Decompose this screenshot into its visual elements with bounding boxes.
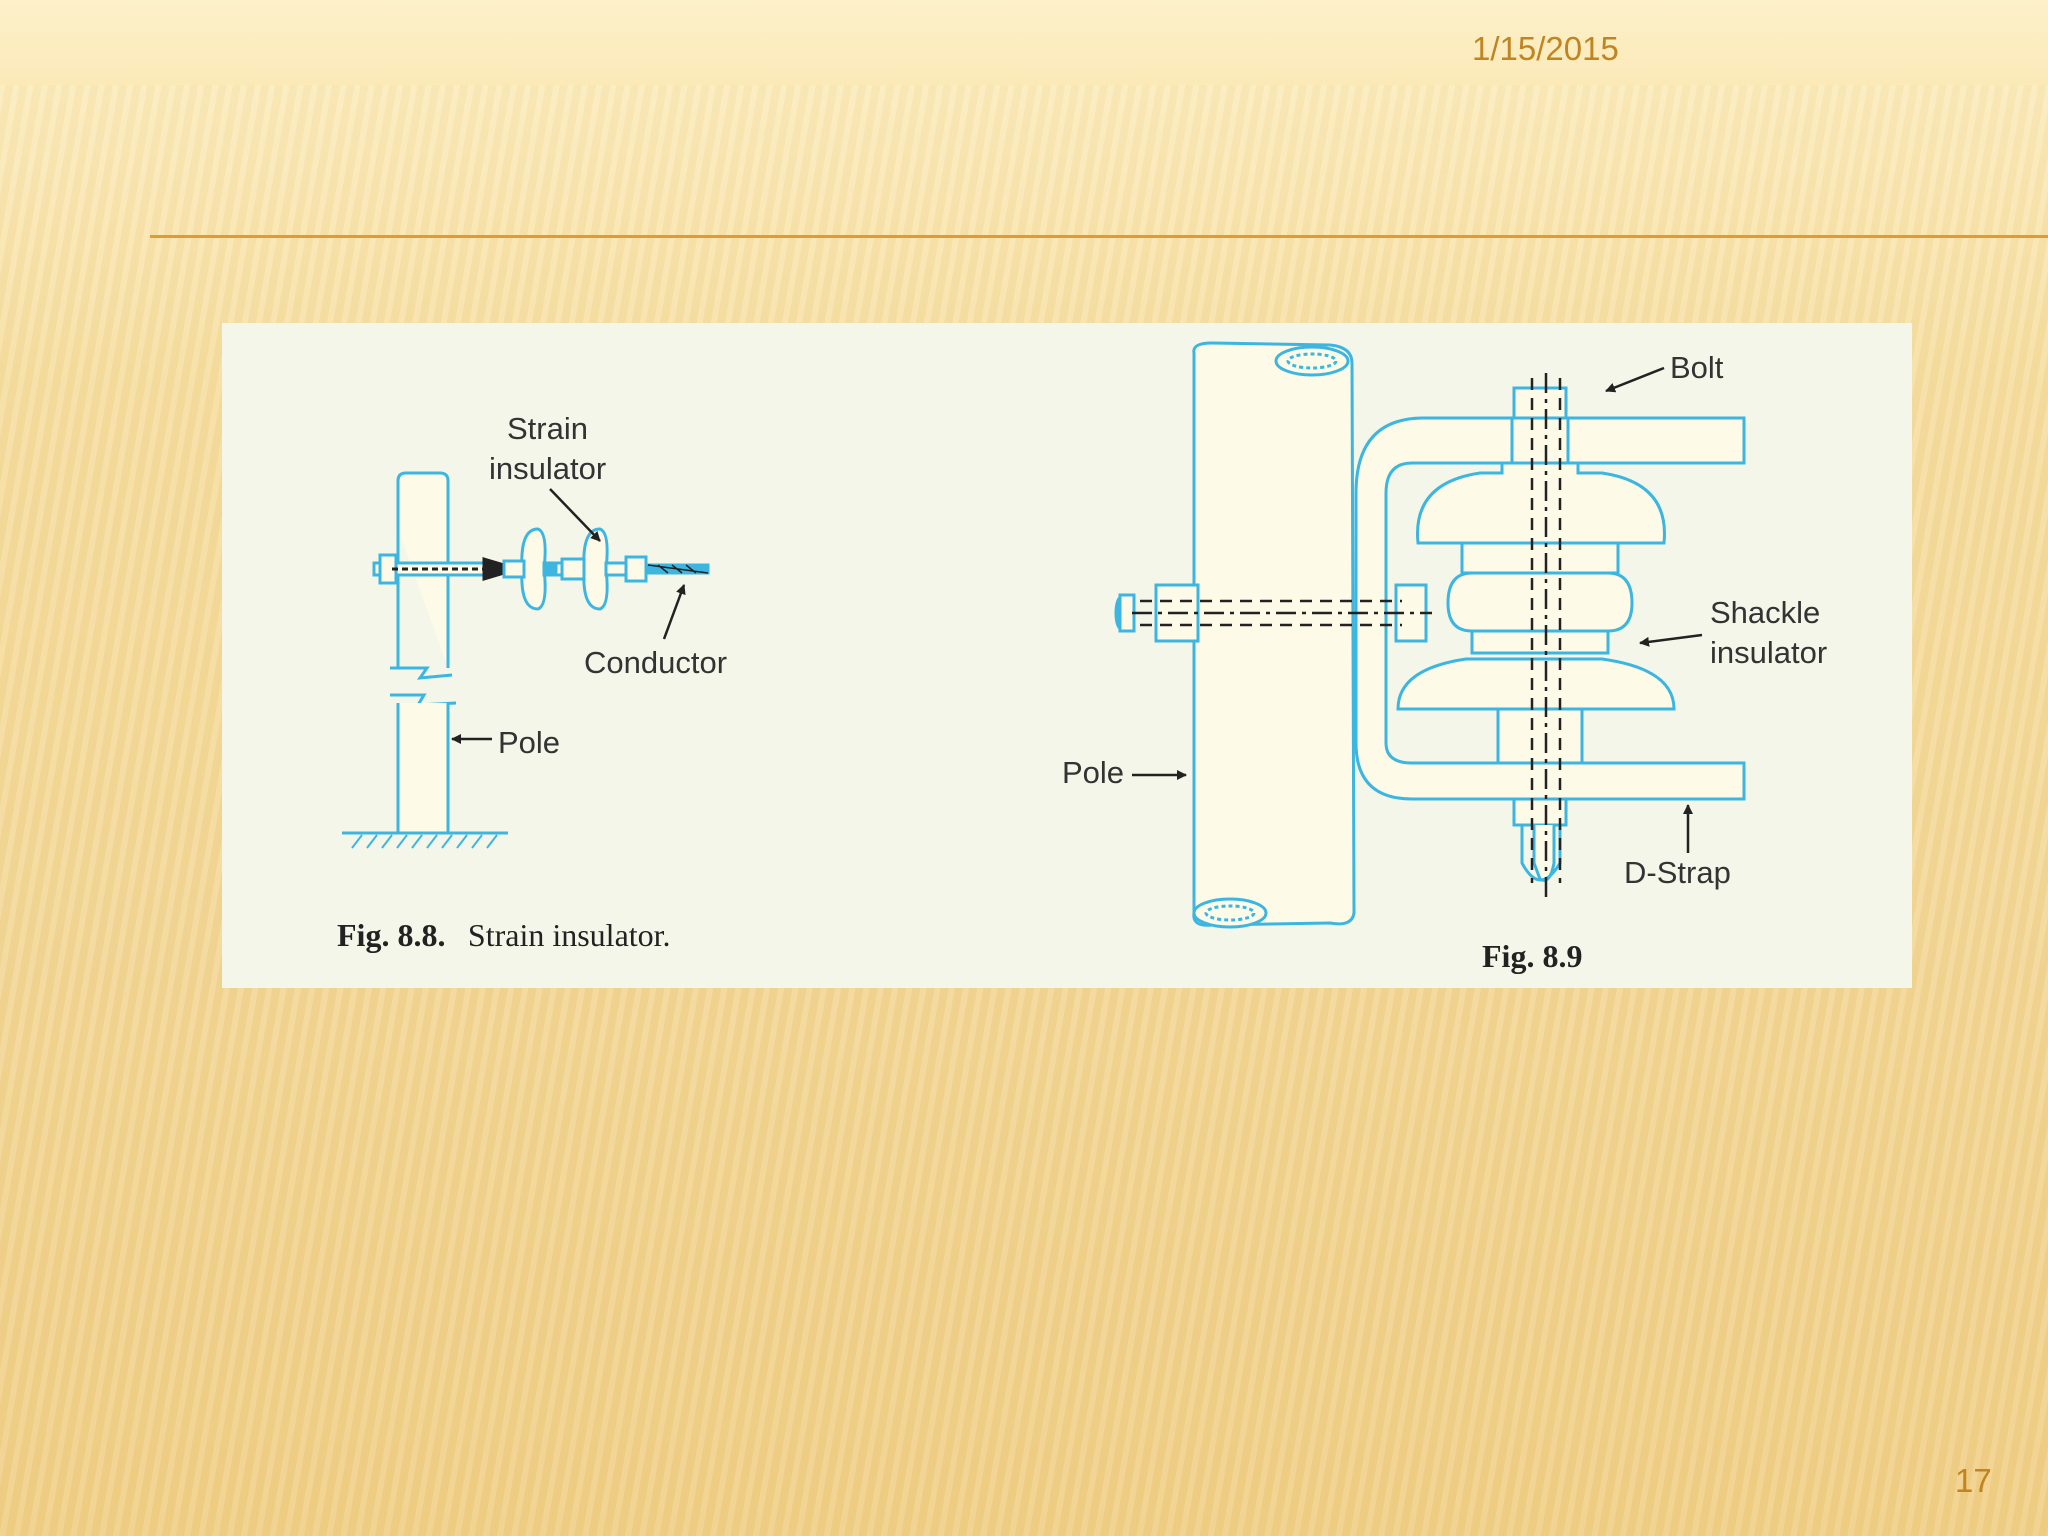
figure-panel: Strain insulator Conductor Pole Fig. 8.8… — [222, 323, 1912, 988]
label-conductor: Conductor — [584, 645, 727, 680]
shackle-bottom-shed — [1396, 657, 1676, 711]
shackle-top-shed — [1416, 461, 1666, 545]
label-right-pole: Pole — [1062, 755, 1124, 790]
arrow-shackle — [1639, 633, 1703, 647]
bolt-dashed-lines — [1132, 373, 1562, 898]
header-divider — [150, 235, 2048, 238]
label-strain-insulator-line1: Strain — [507, 411, 588, 446]
left-pole-lower — [396, 703, 450, 835]
fig-8-8-text: Strain insulator. — [468, 917, 671, 953]
fig-8-8-number: Fig. 8.8. — [337, 917, 445, 953]
label-shackle-line2: insulator — [1710, 635, 1827, 670]
shackle-groove — [1446, 571, 1634, 633]
label-d-strap: D-Strap — [1624, 855, 1731, 890]
slide-date: 1/15/2015 — [1472, 30, 1619, 67]
fig-8-9-caption: Fig. 8.9 — [1482, 938, 1582, 974]
strain-insulator-drawing — [342, 471, 710, 849]
strain-disc-2 — [582, 527, 609, 611]
shackle-insulator-drawing — [1114, 341, 1746, 929]
label-bolt: Bolt — [1670, 350, 1724, 385]
label-left-pole: Pole — [498, 725, 560, 760]
insulator-diagrams: Strain insulator Conductor Pole Fig. 8.8… — [337, 341, 1827, 974]
arrow-strain-insulator — [549, 488, 601, 542]
right-pole — [1192, 341, 1356, 927]
arrow-bolt — [1605, 366, 1665, 393]
arrow-conductor — [662, 584, 686, 640]
label-shackle-line1: Shackle — [1710, 595, 1820, 630]
label-strain-insulator-line2: insulator — [489, 451, 606, 486]
ground-hatch — [351, 834, 498, 849]
header-band — [0, 0, 2048, 85]
left-pole-break — [390, 666, 457, 707]
fig-8-8-caption: Fig. 8.8. Strain insulator. — [337, 917, 671, 953]
d-strap — [1354, 416, 1746, 801]
slide-page-number: 17 — [1955, 1462, 1992, 1499]
